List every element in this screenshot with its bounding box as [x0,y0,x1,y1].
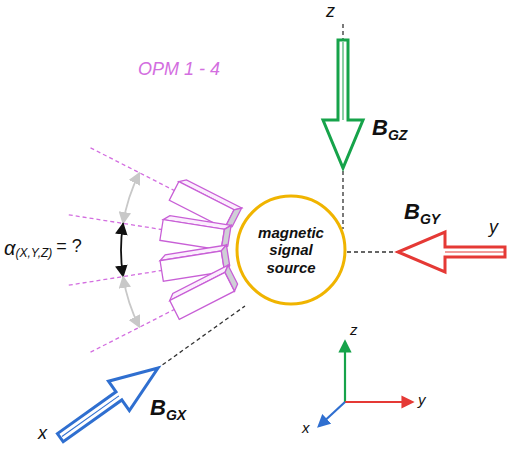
field-label: B [150,396,166,420]
angle-label: α [4,237,15,259]
angle-subscript: (X,Y,Z) [15,247,52,260]
axis-arrow [345,401,412,403]
angle-arc [123,173,139,224]
field-arrow [50,353,169,450]
sensor-label: OPM 1 - 4 [138,60,220,80]
field-arrow-line [445,252,504,253]
opm-sensor [86,134,242,231]
axis-label: z [326,2,335,22]
node-text: magnetic signal source [248,224,334,276]
axis-label: y [418,392,426,409]
axis-arrow [319,402,345,426]
field-label: B [372,116,388,140]
axis-label: x [38,424,47,444]
field-arrow [323,40,363,168]
axis-label: z [350,322,358,339]
field-subscript: GY [420,212,440,227]
field-subscript: GZ [388,128,407,143]
source-circle: magnetic signal source [235,194,347,306]
opm-sensor [84,265,240,362]
angle-arc [121,223,123,276]
field-subscript: GX [166,408,186,423]
opm-sensor [67,200,231,251]
field-arrow-line [343,42,344,120]
axis-arrow [344,342,346,402]
angle-arc [123,277,139,328]
field-arrow [398,232,505,272]
angle-label: = ? [56,237,82,257]
axis-label: x [302,420,310,437]
field-label: B [404,200,420,224]
axis-label: y [489,218,498,238]
